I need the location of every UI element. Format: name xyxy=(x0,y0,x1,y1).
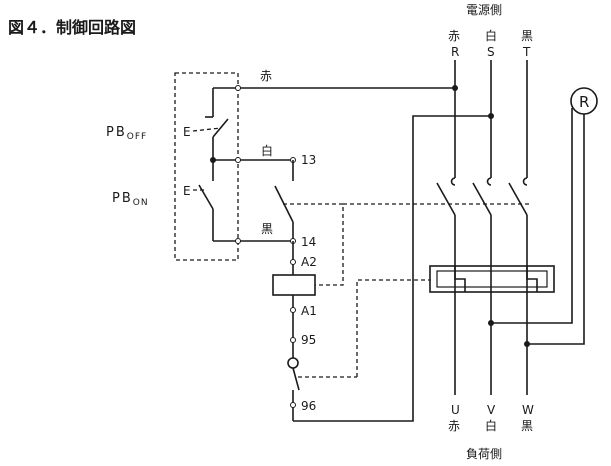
load-phase-v-color: 白 xyxy=(485,418,497,433)
pb-off-switch xyxy=(192,88,229,160)
thermal-overload-relay xyxy=(429,265,555,293)
wire-96-to-s xyxy=(293,115,491,422)
lamp-wire-v xyxy=(491,108,573,324)
power-phase-r-letter: R xyxy=(451,45,459,59)
pb-on-e-mark: E xyxy=(183,184,191,198)
terminal-96 xyxy=(290,402,296,408)
terminal-box-black xyxy=(235,238,241,244)
load-phase-w-letter: W xyxy=(522,403,534,417)
diagram-title: 図４．制御回路図 xyxy=(8,18,136,37)
pb-on-switch xyxy=(193,160,214,241)
load-side-label: 負荷側 xyxy=(466,447,502,461)
coil-mech-link xyxy=(283,203,344,286)
terminal-a2-label: A2 xyxy=(301,255,317,269)
load-phase-v-letter: V xyxy=(487,403,496,417)
power-phase-t-letter: T xyxy=(522,45,531,59)
power-side-label: 電源側 xyxy=(466,3,502,17)
junction-v xyxy=(488,320,494,326)
phase-r-line xyxy=(436,60,456,395)
aux-contact-13-14 xyxy=(274,160,294,241)
junction-pb xyxy=(210,157,216,163)
pushbutton-box xyxy=(174,72,239,261)
load-phase-u-letter: U xyxy=(451,403,460,417)
indicator-lamp: R xyxy=(570,87,598,115)
power-phase-r-color: 赤 xyxy=(448,29,460,43)
terminal-box-red xyxy=(235,85,241,91)
power-phase-s-letter: S xyxy=(487,45,495,59)
power-phase-t-color: 黒 xyxy=(521,29,533,43)
thermal-mech-link xyxy=(356,279,430,377)
terminal-a1 xyxy=(290,307,296,313)
terminal-96-label: 96 xyxy=(301,399,316,413)
load-phase-w-color: 黒 xyxy=(521,419,533,433)
terminal-95-label: 95 xyxy=(301,333,316,347)
overload-contact-95-96 xyxy=(287,357,300,421)
pb-on-label: PBON xyxy=(112,191,149,208)
contactor-coil xyxy=(272,274,316,296)
wire-white-label: 白 xyxy=(261,143,273,158)
terminal-95 xyxy=(290,337,296,343)
lamp-wire-w xyxy=(527,114,585,345)
wire-black-label: 黒 xyxy=(261,222,273,236)
phase-t-line xyxy=(508,60,528,395)
power-phase-s-color: 白 xyxy=(485,28,497,43)
wire-red-label: 赤 xyxy=(260,69,272,83)
phase-s-line xyxy=(472,60,492,395)
terminal-box-white xyxy=(235,157,241,163)
terminal-14-label: 14 xyxy=(301,235,316,249)
terminal-a1-label: A1 xyxy=(301,304,317,318)
pb-off-label: PBOFF xyxy=(106,125,147,142)
load-phase-u-color: 赤 xyxy=(448,419,460,433)
terminal-a2 xyxy=(290,259,296,265)
terminal-13-label: 13 xyxy=(301,153,316,167)
junction-w xyxy=(524,341,530,347)
pb-off-e-mark: E xyxy=(183,125,191,139)
indicator-lamp-label: R xyxy=(579,93,589,111)
